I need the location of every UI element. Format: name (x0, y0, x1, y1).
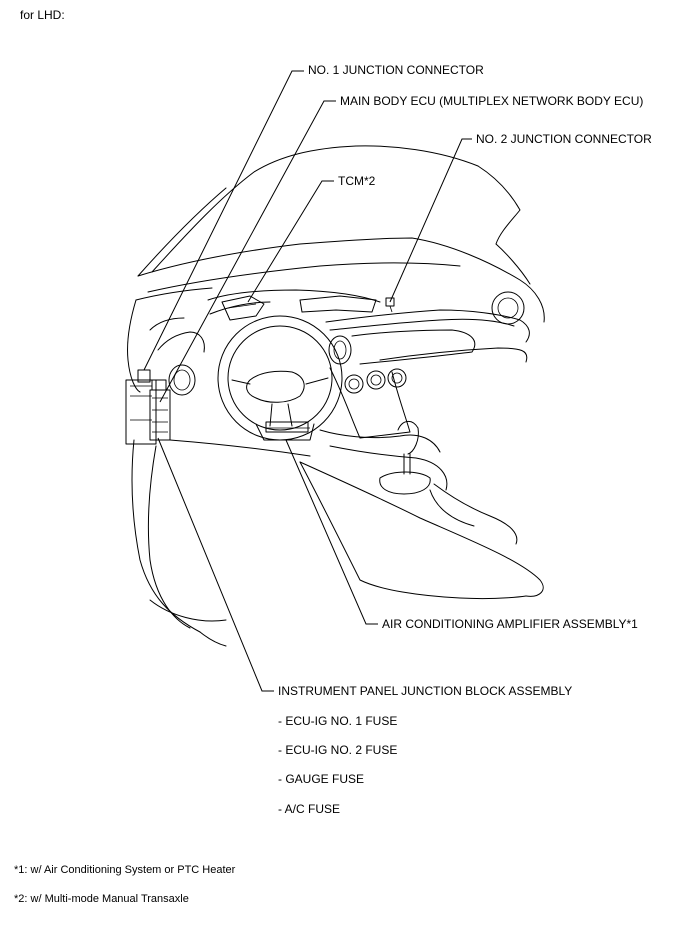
fuse-item: - A/C FUSE (278, 802, 341, 816)
dash-left-end (127, 299, 141, 393)
footnote: *2: w/ Multi-mode Manual Transaxle (14, 893, 189, 905)
knob-3 (387, 368, 407, 388)
leader-no1-junction (143, 70, 304, 371)
lower-dash (169, 439, 311, 457)
fuse-item: - ECU-IG NO. 2 FUSE (278, 743, 398, 757)
leader-ip-junction-block (157, 437, 274, 692)
variant-label: for LHD: (20, 8, 65, 22)
center-console (329, 445, 448, 491)
label-no2-junction-connector: NO. 2 JUNCTION CONNECTOR (476, 132, 652, 146)
label-ip-junction-block: INSTRUMENT PANEL JUNCTION BLOCK ASSEMBLY (278, 684, 573, 698)
label-ac-amplifier: AIR CONDITIONING AMPLIFIER ASSEMBLY*1 (382, 617, 638, 631)
vent-left (168, 364, 196, 396)
label-main-body-ecu: MAIN BODY ECU (MULTIPLEX NETWORK BODY EC… (340, 94, 644, 108)
a-pillar-left (137, 187, 227, 277)
steering-column (255, 423, 315, 441)
fuse-item: - GAUGE FUSE (278, 772, 365, 786)
footnote: *1: w/ Air Conditioning System or PTC He… (14, 864, 236, 876)
label-no1-junction-connector: NO. 1 JUNCTION CONNECTOR (308, 63, 484, 77)
knob-2 (366, 370, 386, 390)
leader-tcm (247, 180, 334, 303)
steering-wheel-outer (217, 315, 343, 441)
leader-ac-amplifier (285, 439, 378, 625)
knob-1 (344, 374, 364, 394)
leader-main-body-ecu (159, 100, 336, 403)
floor-line (149, 599, 227, 622)
dash-top (137, 237, 545, 323)
junction-block-box (149, 389, 171, 441)
dash-right (325, 309, 530, 343)
door-right (477, 165, 521, 245)
center-stack (329, 367, 411, 439)
main-body-ecu-box (125, 379, 157, 445)
steering-hub (246, 370, 305, 403)
tcm-box (221, 295, 265, 321)
windshield-frame (151, 145, 479, 273)
meter-hood (207, 289, 381, 303)
fuse-item: - ECU-IG NO. 1 FUSE (278, 714, 398, 728)
leader-no2-junction (389, 138, 472, 303)
shift-lever (397, 421, 419, 455)
vent-center (328, 335, 352, 365)
vent-right (491, 291, 525, 325)
label-tcm: TCM*2 (338, 174, 376, 188)
